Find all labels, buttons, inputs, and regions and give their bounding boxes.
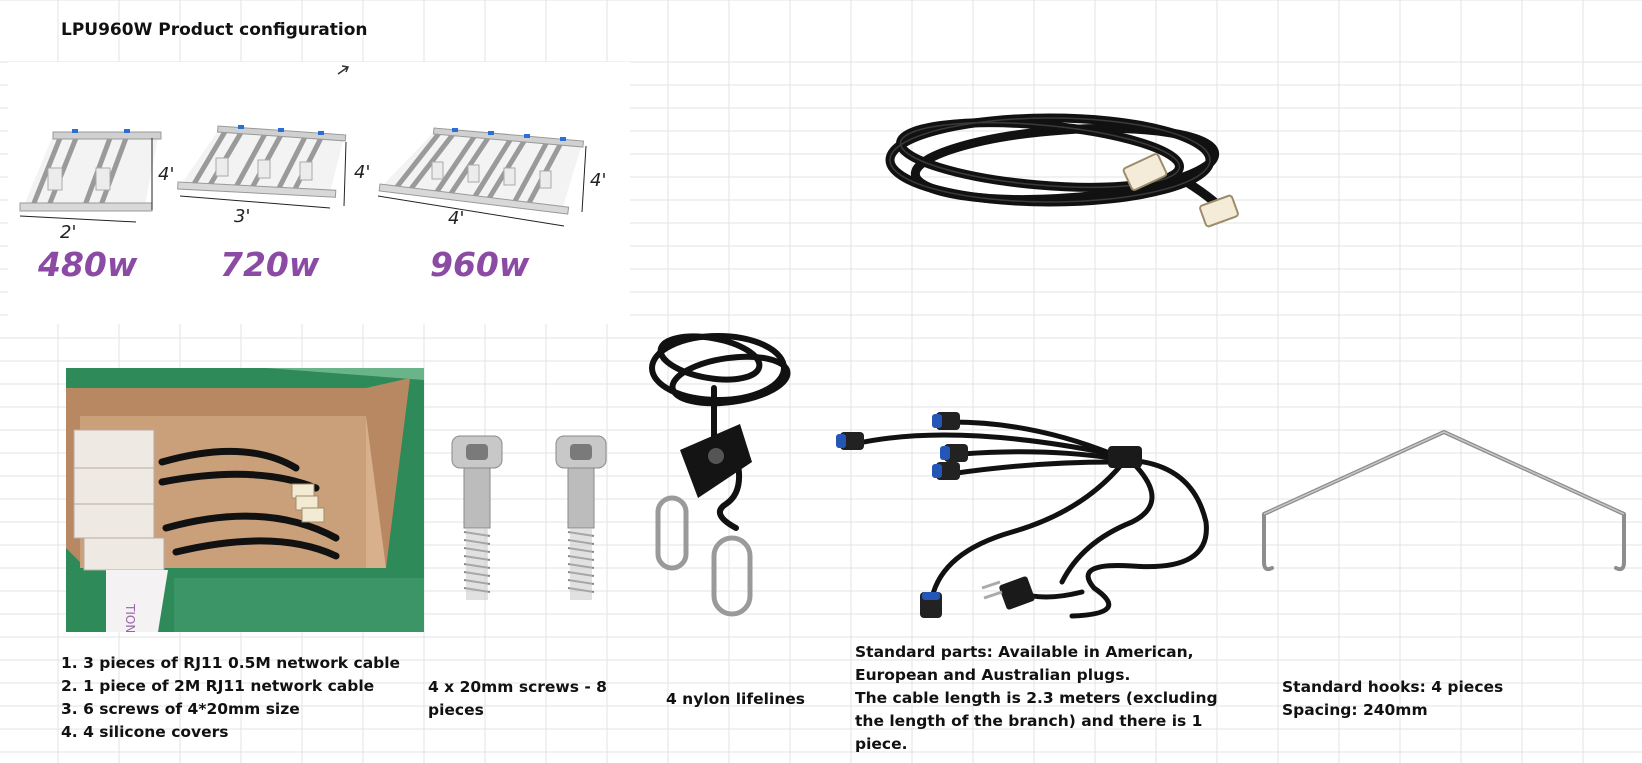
lifelines-image xyxy=(649,333,791,617)
fixture-sizes-image: 2' 4' 480w 3' 4' 720w xyxy=(8,62,630,324)
accessories-description: 1. 3 pieces of RJ11 0.5M network cable 2… xyxy=(61,654,401,741)
branch-connectors xyxy=(836,412,968,618)
hook-image xyxy=(1262,430,1626,572)
length-label-960w: 4' xyxy=(590,170,606,191)
length-label-720w: 4' xyxy=(354,162,370,183)
fixture-480w: 2' 4' 480w xyxy=(19,129,174,284)
watt-label-960w: 960w xyxy=(430,245,530,284)
power-cable-description: Standard parts: Available in American, E… xyxy=(855,643,1218,753)
watt-label-480w: 480w xyxy=(37,245,138,284)
width-label-480w: 2' xyxy=(60,222,76,243)
fixture-720w: 3' 4' 720w xyxy=(177,125,370,284)
width-label-960w: 4' xyxy=(448,208,464,229)
width-label-720w: 3' xyxy=(234,206,250,227)
watt-label-720w: 720w xyxy=(220,245,320,284)
hooks-description: Standard hooks: 4 pieces Spacing: 240mm xyxy=(1282,678,1504,719)
screw-left xyxy=(451,435,503,600)
screw-right xyxy=(555,435,607,600)
screws-image xyxy=(451,435,607,600)
screws-description: 4 x 20mm screws - 8 pieces xyxy=(428,678,607,719)
sheet-title: LPU960W Product configuration xyxy=(61,20,368,40)
box-print-text: TIONS xyxy=(123,603,137,632)
lifelines-description: 4 nylon lifelines xyxy=(666,690,805,708)
accessories-box-image: TIONS xyxy=(66,368,424,632)
power-cable-image xyxy=(836,412,1209,619)
fixture-960w: 4' 4' 960w xyxy=(377,127,606,284)
rj11-cable-image xyxy=(885,113,1239,228)
length-label-480w: 4' xyxy=(158,164,174,185)
